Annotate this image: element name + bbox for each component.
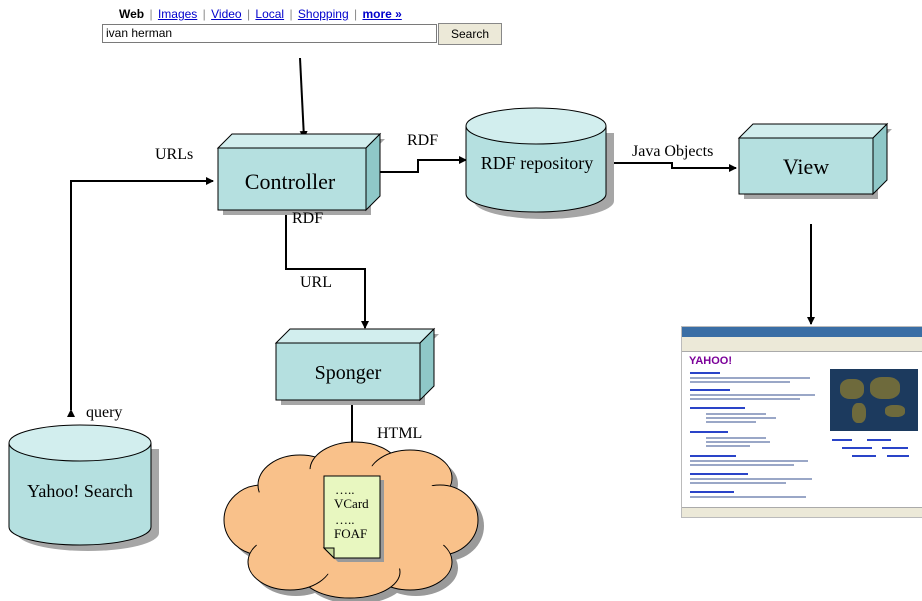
world-map — [830, 369, 918, 431]
arrow-search-to-controller — [299, 57, 308, 139]
tab-video[interactable]: Video — [211, 7, 242, 21]
search-tabs: Web | Images | Video | Local | Shopping … — [119, 7, 402, 21]
arrow-yahoo-to-controller — [67, 177, 214, 417]
search-input[interactable]: ivan herman — [102, 24, 437, 43]
label-java-objects: Java Objects — [632, 143, 713, 160]
label-urls: URLs — [155, 146, 193, 163]
arrow-controller-sponger — [282, 205, 369, 329]
view-box: View — [737, 122, 892, 199]
tab-separator: | — [353, 7, 358, 21]
yahoo-search-cylinder: Yahoo! Search — [8, 424, 159, 551]
tab-shopping[interactable]: Shopping — [297, 7, 349, 21]
sponger-label: Sponger — [315, 362, 382, 384]
controller-label: Controller — [245, 169, 336, 194]
doc-vcard: VCard — [334, 496, 369, 511]
tab-images[interactable]: Images — [157, 7, 198, 21]
label-rdf-to-repo: RDF — [407, 132, 438, 149]
label-url: URL — [300, 274, 332, 291]
sponger-box: Sponger — [274, 327, 439, 405]
doc-dots-top: ….. — [335, 482, 355, 497]
doc-foaf: FOAF — [334, 526, 367, 541]
tab-separator: | — [202, 7, 206, 21]
controller-box: Controller — [216, 132, 385, 215]
result-screenshot-thumbnail: YAHOO! — [681, 326, 922, 518]
arrow-controller-to-repo — [378, 156, 467, 173]
thumbnail-titlebar — [682, 327, 922, 337]
doc-dots-mid: ….. — [335, 512, 355, 527]
tab-web[interactable]: Web — [119, 7, 145, 21]
tab-separator: | — [289, 7, 293, 21]
tab-separator: | — [149, 7, 153, 21]
label-query: query — [86, 404, 122, 421]
thumbnail-statusbar — [682, 507, 922, 517]
search-widget: Web | Images | Video | Local | Shopping … — [101, 0, 503, 60]
thumbnail-toolbar — [682, 337, 922, 352]
rdf-repository-cylinder: RDF repository — [465, 107, 614, 219]
tab-more[interactable]: more » — [362, 7, 402, 21]
yahoo-search-label: Yahoo! Search — [27, 481, 133, 501]
tab-separator: | — [246, 7, 251, 21]
search-button[interactable]: Search — [438, 23, 502, 45]
view-label: View — [783, 154, 829, 179]
arrow-repo-to-view — [608, 162, 737, 172]
tab-local[interactable]: Local — [255, 7, 285, 21]
document-page: ….. VCard ….. FOAF — [322, 475, 384, 562]
label-rdf-from-sponger: RDF — [292, 210, 323, 227]
rdf-repository-label: RDF repository — [481, 153, 594, 173]
label-html: HTML — [377, 425, 422, 442]
yahoo-logo: YAHOO! — [689, 355, 732, 367]
